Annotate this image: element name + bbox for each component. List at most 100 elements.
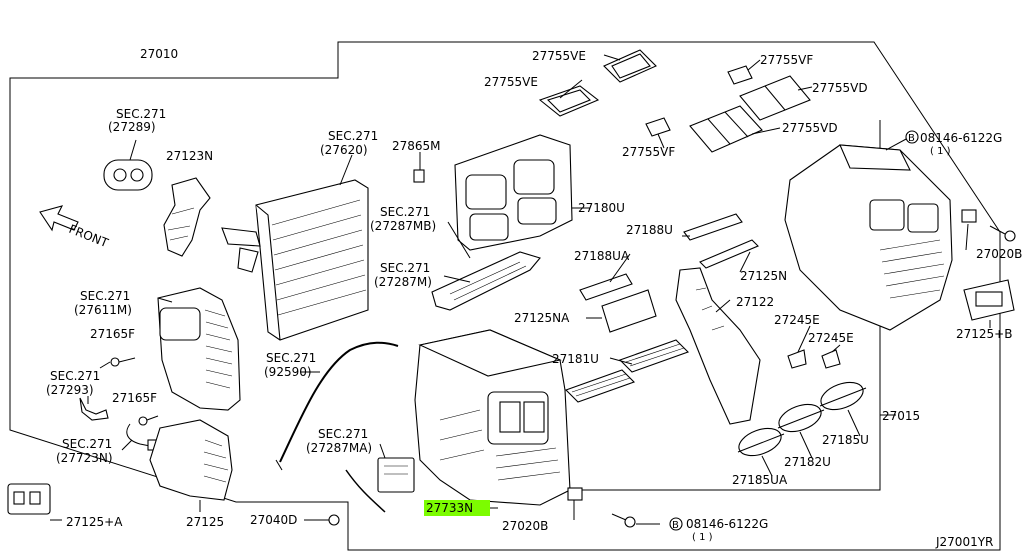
bracket-27122 [675,267,761,425]
label-sec-27723n: SEC.271 [62,437,112,451]
label-27040d: 27040D [250,513,297,527]
label-27185u: 27185U [822,433,869,447]
label-27123n: 27123N [166,149,213,163]
label-27165f-b: 27165F [112,391,157,405]
heater-unit-main [414,329,571,506]
label-sec-27289: SEC.271 [116,107,166,121]
label-27182u: 27182U [784,455,831,469]
label-sec-27287mb-ref: (27287MB) [370,219,436,233]
sensor-27293 [79,397,109,421]
label-sec-27611m: SEC.271 [80,289,130,303]
label-27755vf-top: 27755VF [760,53,813,67]
seal-27755vf-top [727,65,753,85]
label-27755vd-top: 27755VD [812,81,868,95]
wire-27287ma [345,469,386,513]
label-sec-27293-ref: (27293) [46,383,94,397]
seal-27755vd-mid [689,105,763,153]
seal-27755vd-top [739,75,811,121]
label-27125a: 27125+A [66,515,123,529]
seal-27755ve-mid [538,85,600,117]
label-diagram-code: J27001YR [935,535,993,549]
label-sec-27723n-ref: (27723N) [56,451,113,465]
seal-27755ve-top [603,49,657,83]
evaporator-core-27620 [221,179,369,341]
bolt-bottom [611,513,660,528]
label-27755ve-top: 27755VE [532,49,586,63]
label-bolt-bottom-qty: ( 1 ) [692,532,713,543]
label-27020b-lower: 27020B [502,519,548,533]
label-27165f-a: 27165F [90,327,135,341]
label-27122: 27122 [736,295,774,309]
case-right [784,144,953,331]
bracket-27287m [431,251,541,311]
bracket-27020b-lower [567,487,583,501]
label-bolt-bottom: 08146-6122G [686,517,768,531]
label-27180u: 27180U [578,201,625,215]
module-27733n [377,457,415,493]
rod-27188u [683,213,743,241]
bracket-27125a [7,483,51,515]
clip-27245e-b [821,349,841,369]
label-sec-27620-ref: (27620) [320,143,368,157]
seal-27755vf-mid [645,117,671,137]
screw-27165f-b [138,415,159,426]
door-27125na [601,289,657,333]
pipe-92590 [275,341,399,471]
label-sec-27293: SEC.271 [50,369,100,383]
label-27015: 27015 [882,409,920,423]
label-27245e-b: 27245E [808,331,854,345]
label-27865m: 27865M [392,139,441,153]
label-27185ua: 27185UA [732,473,788,487]
label-sec-27287m: SEC.271 [380,261,430,275]
label-bolt-top-qty: ( 1 ) [930,146,951,157]
highlight-27733n [424,500,490,516]
clip-27245e-a [787,349,807,369]
label-27125na: 27125NA [514,311,570,325]
label-27755vd-mid: 27755VD [782,121,838,135]
label-sec-27287mb: SEC.271 [380,205,430,219]
bolt-top-letter: B [908,133,915,144]
label-27188ua: 27188UA [574,249,630,263]
part-labels: 27010 27015 27755VE 27755VE 27755VF 2775… [46,47,1022,549]
door-27188ua [579,273,633,301]
door-27182u [777,403,825,433]
label-front: FRONT [67,222,111,251]
label-27755vf-mid: 27755VF [622,145,675,159]
label-bolt-top: 08146-6122G [920,131,1002,145]
bolt-bottom-letter: B [672,520,679,531]
clip-27865m [413,152,425,183]
bolt-27040d [304,514,340,526]
label-sec-27289-ref: (27289) [108,120,156,134]
label-sec-27287ma-ref: (27287MA) [306,441,372,455]
label-27245e-a: 27245E [774,313,820,327]
bolt-bottom-callout: B 08146-6122G ( 1 ) [669,517,768,543]
lower-duct-27125 [149,419,233,501]
bolt-top-callout: B 08146-6122G ( 1 ) [905,130,1002,157]
blower-housing-27611m [157,287,241,411]
label-sec-27620: SEC.271 [328,129,378,143]
label-sec-27611m-ref: (27611M) [74,303,132,317]
front-arrow [39,205,79,232]
bracket-27125b [963,279,1015,321]
label-sec-27287m-ref: (27287M) [374,275,432,289]
label-27010: 27010 [140,47,178,61]
label-27125b: 27125+B [956,327,1012,341]
bracket-27020b-upper [961,209,977,223]
harness-27723n [126,423,159,451]
filter-27181u [564,339,690,403]
label-27125n: 27125N [740,269,787,283]
duct-27123n [163,177,211,257]
door-27185u [819,381,867,411]
label-27755ve-mid: 27755VE [484,75,538,89]
label-27125: 27125 [186,515,224,529]
door-27185ua [737,427,785,457]
label-27020b-upper: 27020B [976,247,1022,261]
label-sec-27287ma: SEC.271 [318,427,368,441]
label-27733n: 27733N [426,501,473,515]
label-sec-92590-ref: (92590) [264,365,312,379]
label-sec-92590: SEC.271 [266,351,316,365]
label-27188u: 27188U [626,223,673,237]
rod-27125n [699,239,759,269]
screw-27165f-a [110,357,136,367]
